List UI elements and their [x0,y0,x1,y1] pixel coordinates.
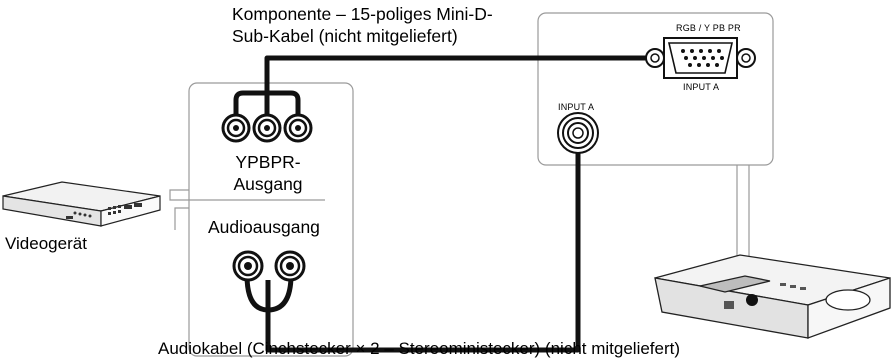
jack-pr [283,113,313,143]
input-a-port-label-left: INPUT A [558,102,595,112]
video-device-illustration [2,181,161,227]
audio-output-label: Audioausgang [208,217,320,237]
rgb-ypbpr-port-label: RGB / Y PB PR [676,23,741,33]
video-device-label: Videogerät [5,234,87,253]
component-cable [233,55,655,120]
audio-cable-label: Audiokabel (Cinchstecker × 2 – Stereomin… [158,339,681,358]
input-a-port-label-top: INPUT A [683,82,720,92]
jack-audio-left [232,250,264,282]
dsub-port [645,37,756,79]
ypbpr-output-label-line2: Ausgang [233,174,303,194]
component-cable-label-line2: Sub-Kabel (nicht mitgeliefert) [232,26,458,46]
component-cable-label-line1: Komponente – 15-poliges Mini-D- [232,4,493,24]
jack-pb [252,113,282,143]
projector-illustration [654,254,891,339]
ypbpr-output-label-line1: YPBPR- [235,152,301,172]
audio-cable [244,147,581,353]
audio-jacks [232,250,306,282]
source-panel [188,82,354,357]
leader-lines [169,165,750,269]
jack-audio-right [274,250,306,282]
jack-y [221,113,251,143]
ypbpr-jacks [221,113,313,143]
audio-input-port [557,112,599,154]
